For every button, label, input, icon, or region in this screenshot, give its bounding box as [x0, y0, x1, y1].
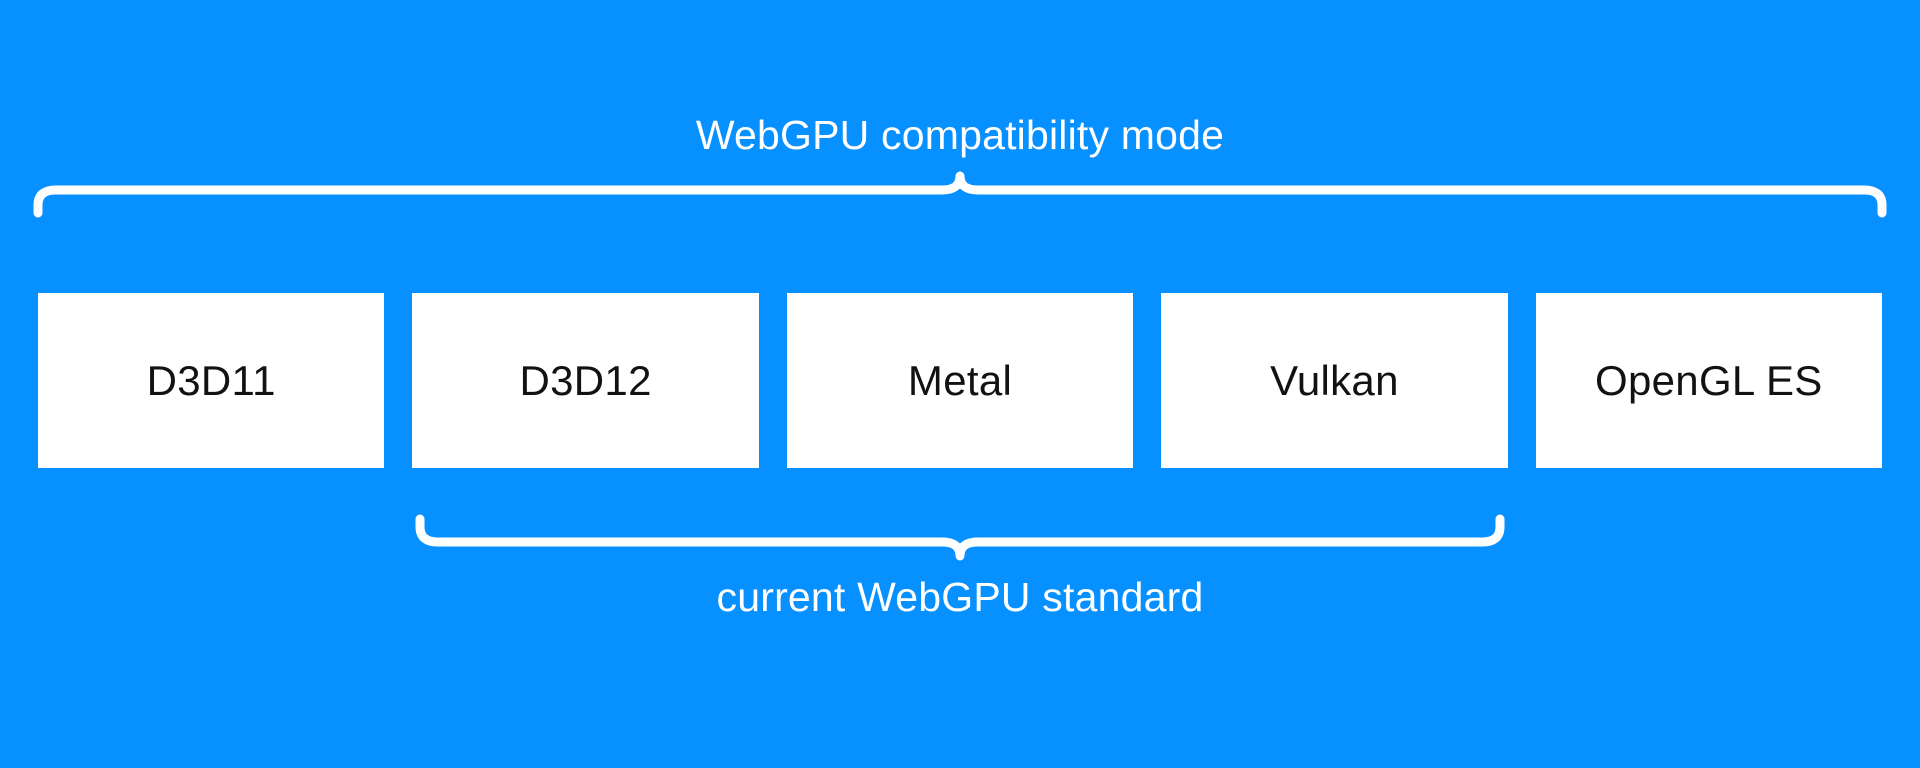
api-box-label: D3D11	[146, 356, 276, 404]
api-box-label: Metal	[907, 356, 1013, 404]
api-box-label: Vulkan	[1270, 356, 1399, 404]
api-box-label: D3D12	[519, 356, 652, 404]
bottom-brace-label: current WebGPU standard	[716, 574, 1204, 620]
api-box-d3d12[interactable]: D3D12	[412, 293, 759, 468]
graphics-api-box-row: D3D11 D3D12 Metal Vulkan OpenGL ES	[38, 293, 1883, 468]
api-box-metal[interactable]: Metal	[786, 293, 1134, 468]
api-box-label: OpenGL ES	[1595, 356, 1823, 404]
api-box-vulkan[interactable]: Vulkan	[1161, 293, 1508, 468]
top-brace-label: WebGPU compatibility mode	[695, 112, 1225, 158]
api-box-d3d11[interactable]: D3D11	[38, 293, 385, 468]
api-box-opengl-es[interactable]: OpenGL ES	[1535, 293, 1883, 468]
